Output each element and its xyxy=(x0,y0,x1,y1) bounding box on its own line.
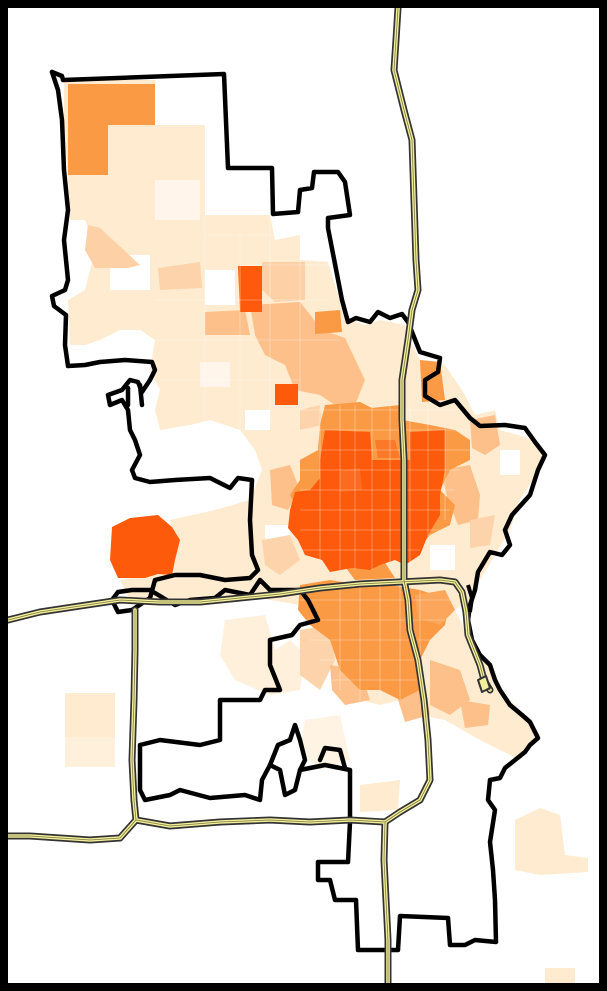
tract[interactable] xyxy=(262,262,305,302)
tract[interactable] xyxy=(110,515,180,578)
tract[interactable] xyxy=(415,590,455,625)
tract[interactable] xyxy=(220,615,305,695)
city-boundary-south-inner xyxy=(267,722,348,773)
tract[interactable] xyxy=(245,410,270,430)
tract[interactable] xyxy=(238,266,262,312)
tract[interactable] xyxy=(470,515,495,548)
tract-grid xyxy=(155,215,470,700)
tract[interactable] xyxy=(65,737,115,767)
tract[interactable] xyxy=(430,545,455,570)
tract[interactable] xyxy=(68,84,155,175)
tract[interactable] xyxy=(300,715,350,770)
tract[interactable] xyxy=(440,465,480,525)
tract[interactable] xyxy=(85,225,140,268)
tract[interactable] xyxy=(515,808,588,875)
tract[interactable] xyxy=(360,780,400,812)
city-boundary-outline xyxy=(49,69,548,953)
tract[interactable] xyxy=(460,700,490,728)
tract[interactable] xyxy=(315,310,342,334)
tract[interactable] xyxy=(340,468,362,492)
tract[interactable] xyxy=(205,270,235,305)
tract[interactable] xyxy=(500,450,520,475)
tract[interactable] xyxy=(200,362,230,387)
city-boundary-notch xyxy=(125,382,145,408)
tract[interactable] xyxy=(205,170,230,215)
census-tracts-layer xyxy=(64,80,588,983)
tract[interactable] xyxy=(545,968,575,983)
tract[interactable] xyxy=(300,625,335,690)
tract[interactable] xyxy=(430,660,470,715)
highways-layer xyxy=(8,8,494,983)
tract[interactable] xyxy=(300,405,322,430)
city-boundary xyxy=(49,69,548,953)
tract[interactable] xyxy=(155,180,200,220)
tract[interactable] xyxy=(158,262,202,290)
tract[interactable] xyxy=(262,535,300,575)
city-boundary-west xyxy=(49,69,261,601)
highway-interchange xyxy=(477,675,491,693)
tract[interactable] xyxy=(275,384,298,405)
tract[interactable] xyxy=(205,310,250,335)
tract[interactable] xyxy=(65,693,115,737)
tract[interactable] xyxy=(250,302,365,405)
shoreline-marker xyxy=(466,584,475,613)
tract[interactable] xyxy=(375,440,400,458)
